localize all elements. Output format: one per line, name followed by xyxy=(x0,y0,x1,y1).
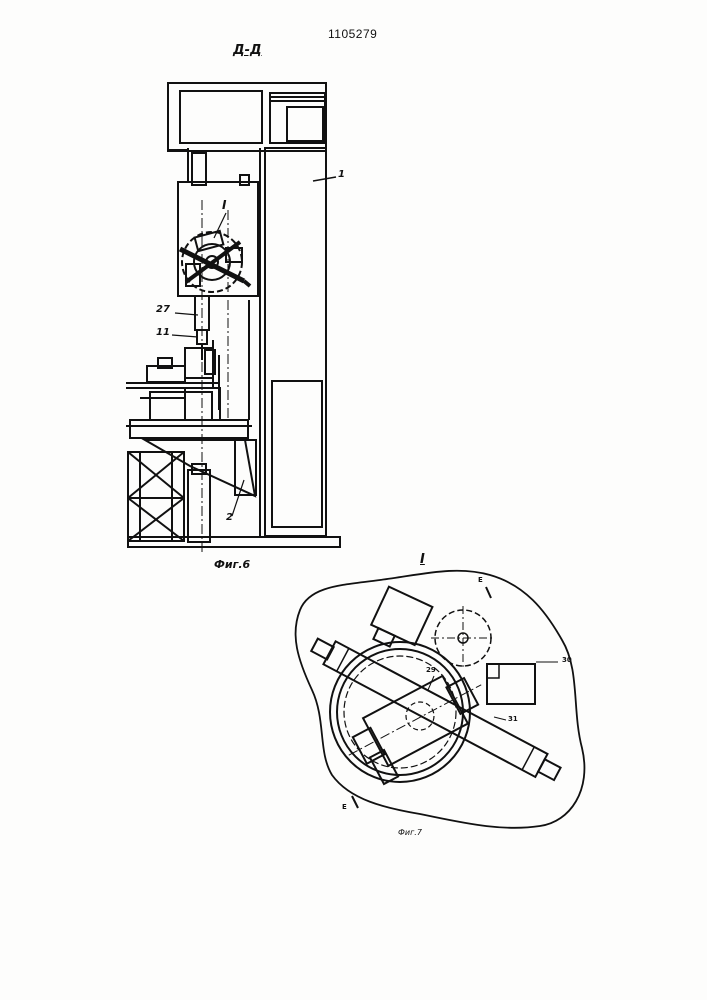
motor-upper xyxy=(371,587,432,645)
callout-29: 29 xyxy=(426,666,436,674)
motor-30 xyxy=(487,664,535,704)
figure-7-caption: Фиг.7 xyxy=(398,828,422,837)
section-mark-upper: Е xyxy=(478,576,483,584)
section-mark-lower: Е xyxy=(342,803,347,811)
callout-31: 31 xyxy=(508,715,518,723)
callout-30: 30 xyxy=(562,656,572,664)
